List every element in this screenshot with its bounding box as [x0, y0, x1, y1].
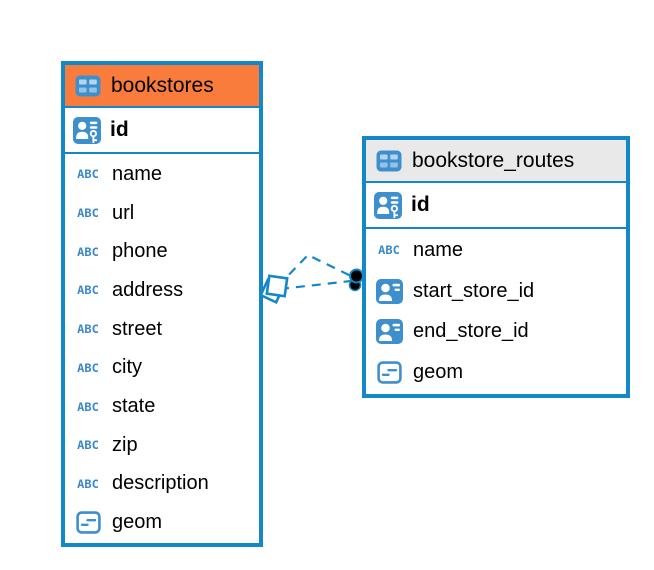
column-row-street[interactable]: ABC street	[65, 310, 259, 349]
column-row-id[interactable]: id	[65, 108, 259, 152]
table-title: bookstores	[111, 73, 214, 97]
column-row-city[interactable]: ABC city	[65, 349, 259, 388]
foreign-key-icon	[375, 278, 403, 304]
text-type-icon: ABC	[77, 399, 99, 414]
table-header-bookstores[interactable]: bookstores	[65, 65, 259, 106]
column-row-description[interactable]: ABC description	[65, 465, 259, 504]
text-type-icon: ABC	[77, 438, 99, 452]
column-row-name[interactable]: ABC name	[65, 155, 259, 194]
column-label: name	[112, 162, 163, 185]
relationship-end-marker-square-back	[258, 277, 286, 305]
column-row-id[interactable]: id	[366, 183, 626, 227]
entity-table-bookstore-routes[interactable]: bookstore_routes id ABC name	[362, 136, 630, 398]
column-row-state[interactable]: ABC state	[65, 387, 259, 426]
geometry-type-icon	[375, 361, 403, 384]
column-label: geom	[413, 361, 464, 384]
column-row-geom[interactable]: geom	[65, 503, 259, 542]
column-label: state	[112, 395, 156, 418]
text-type-icon: ABC	[77, 322, 99, 336]
table-header-bookstore-routes[interactable]: bookstore_routes	[366, 140, 626, 181]
divider	[65, 106, 259, 108]
column-row-address[interactable]: ABC address	[65, 271, 259, 310]
text-type-icon: ABC	[77, 167, 99, 181]
divider	[65, 152, 259, 154]
primary-key-icon	[73, 116, 101, 144]
column-label: start_store_id	[413, 279, 535, 302]
column-label-id: id	[411, 193, 430, 216]
relationship-line-upper[interactable]	[277, 253, 354, 287]
table-icon	[375, 150, 403, 172]
foreign-key-icon	[375, 319, 403, 345]
text-type-icon: ABC	[77, 245, 99, 259]
column-row-geom[interactable]: geom	[366, 352, 626, 393]
text-type-icon: ABC	[77, 361, 99, 375]
relationship-end-marker-dot-back	[348, 278, 362, 292]
relationship-line-lower[interactable]	[279, 279, 352, 291]
column-label: end_store_id	[413, 320, 529, 343]
text-type-icon: ABC	[378, 243, 400, 258]
column-row-zip[interactable]: ABC zip	[65, 426, 259, 465]
column-row-start-store-id[interactable]: start_store_id	[366, 271, 626, 312]
primary-key-icon	[374, 191, 402, 219]
column-label: address	[112, 278, 184, 301]
divider	[366, 181, 626, 183]
text-type-icon: ABC	[77, 206, 99, 220]
entity-table-bookstores[interactable]: bookstores id ABC name ABC url	[61, 61, 263, 547]
column-label: description	[112, 472, 209, 495]
column-label: zip	[112, 433, 138, 456]
text-type-icon: ABC	[77, 283, 99, 298]
column-row-phone[interactable]: ABC phone	[65, 232, 259, 271]
column-list: ABC name start_store_id	[366, 229, 626, 394]
column-row-url[interactable]: ABC url	[65, 194, 259, 233]
column-row-end-store-id[interactable]: end_store_id	[366, 312, 626, 353]
table-icon	[74, 75, 102, 97]
column-list: ABC name ABC url ABC phone ABC address A…	[65, 154, 259, 543]
column-label: phone	[112, 240, 168, 263]
column-label: url	[112, 201, 135, 224]
relationship-end-marker-square-front	[265, 274, 289, 298]
column-label: street	[112, 317, 163, 340]
text-type-icon: ABC	[77, 477, 99, 491]
divider	[366, 227, 626, 229]
table-title: bookstore_routes	[412, 148, 575, 172]
column-label: name	[413, 238, 464, 261]
column-label: city	[112, 356, 142, 379]
column-label: geom	[112, 511, 163, 534]
column-row-name[interactable]: ABC name	[366, 230, 626, 271]
column-label-id: id	[110, 118, 129, 141]
geometry-type-icon	[74, 511, 102, 534]
